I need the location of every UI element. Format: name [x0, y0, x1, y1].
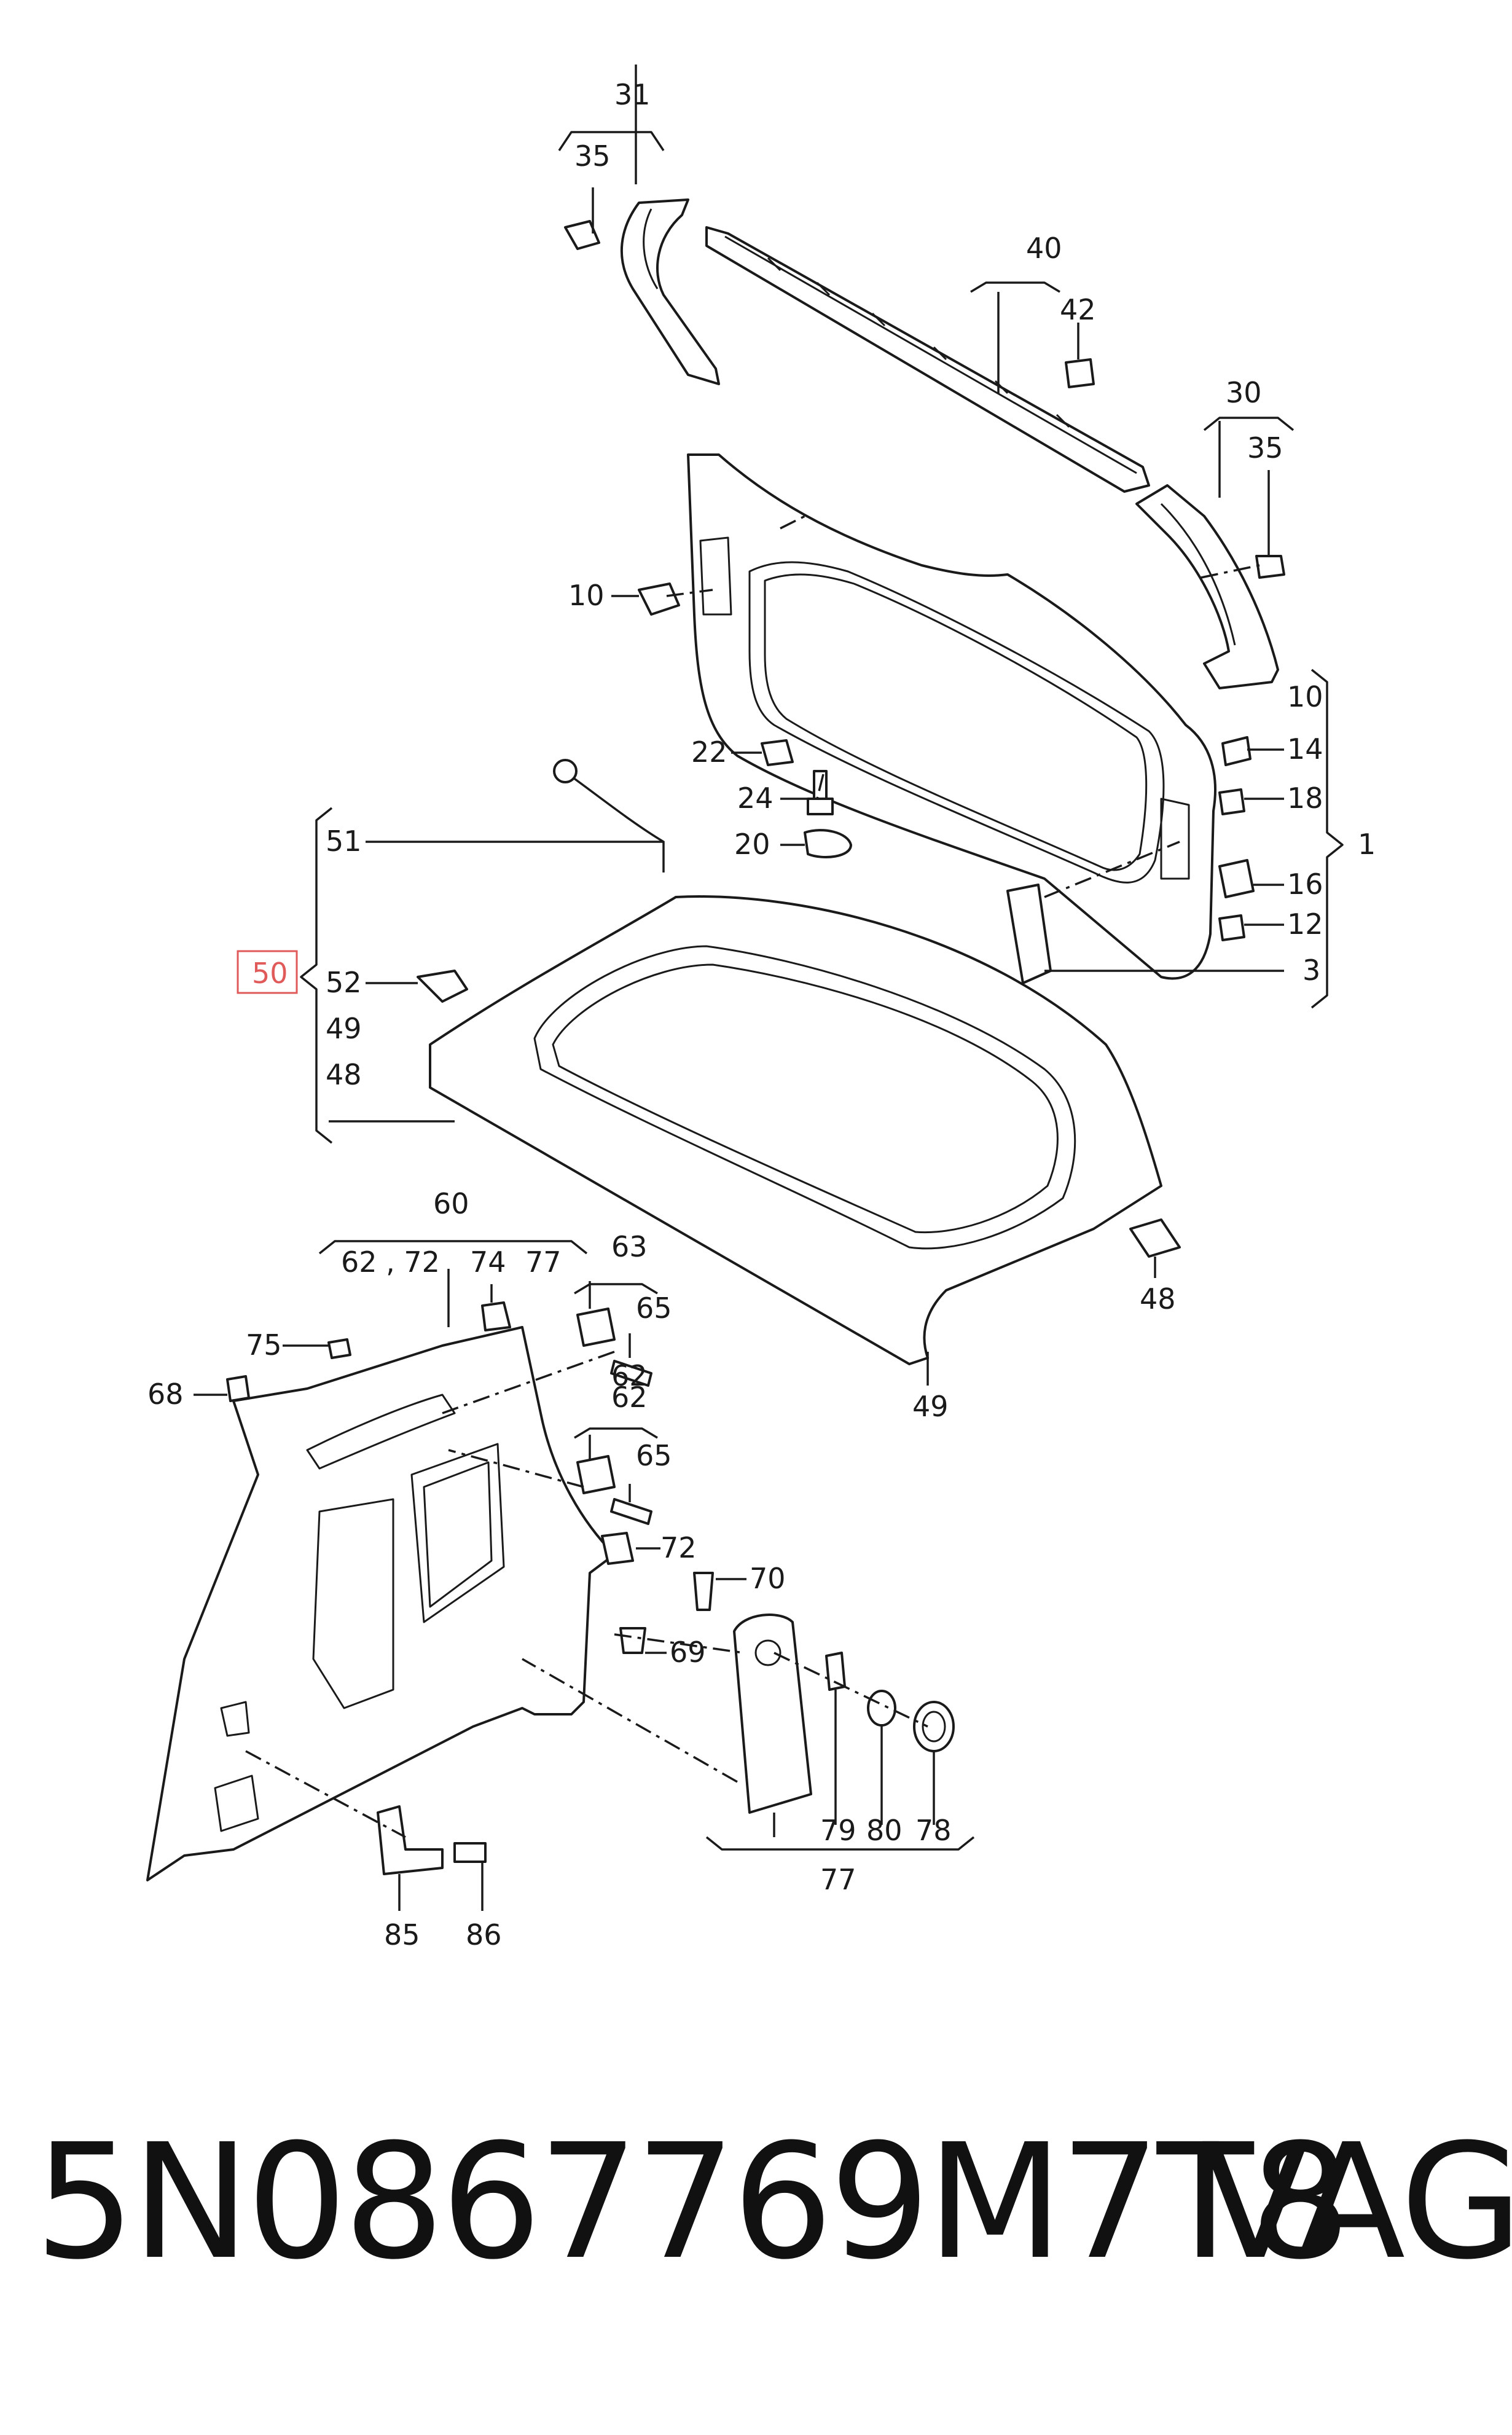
- label-22: 22: [691, 735, 727, 769]
- brand-name: VAG: [1201, 2110, 1512, 2294]
- screw-70[interactable]: [693, 1572, 714, 1611]
- clip-68[interactable]: [226, 1375, 250, 1402]
- clip-75[interactable]: [327, 1338, 351, 1359]
- label-3: 3: [1302, 954, 1320, 987]
- label-75: 75: [246, 1328, 282, 1362]
- label-72: 72: [660, 1531, 697, 1564]
- highlight-box-50: [237, 950, 298, 994]
- clips-right-stack[interactable]: [1218, 736, 1255, 941]
- label-40: 40: [1026, 232, 1062, 265]
- label-1: 1: [1358, 828, 1376, 861]
- label-52: 52: [326, 966, 362, 999]
- clip-79[interactable]: [825, 1652, 846, 1691]
- right-pillar-trim-30: [1135, 484, 1279, 689]
- label-12: 12: [1287, 908, 1323, 941]
- label-65-top: 65: [636, 1292, 672, 1325]
- sponge-10[interactable]: [638, 582, 680, 616]
- label-85: 85: [384, 1918, 420, 1951]
- tailgate-trim-1: [687, 453, 1216, 980]
- clip-69[interactable]: [619, 1627, 646, 1654]
- parcel-shelf-50: [429, 895, 1162, 1365]
- label-68: 68: [147, 1378, 184, 1411]
- upper-panel-40: [705, 226, 1150, 493]
- label-62-lower: 62: [611, 1381, 648, 1414]
- label-30: 30: [1226, 376, 1262, 409]
- label-48-right: 48: [1140, 1282, 1176, 1316]
- label-49-bottom: 49: [912, 1390, 949, 1423]
- label-62-mid: 62: [611, 1359, 648, 1392]
- leader-lines: [194, 65, 1284, 1911]
- clip-22[interactable]: [761, 739, 794, 766]
- string-51[interactable]: [553, 759, 665, 872]
- label-62-72: 62 , 72: [341, 1245, 440, 1279]
- ring-80[interactable]: [867, 1690, 896, 1727]
- label-65-lower: 65: [636, 1439, 672, 1472]
- label-42: 42: [1060, 293, 1096, 326]
- side-trim-60: [146, 1326, 616, 1881]
- label-70: 70: [750, 1562, 786, 1595]
- label-63: 63: [611, 1230, 648, 1263]
- label-18: 18: [1287, 782, 1323, 815]
- screw-62a[interactable]: [610, 1360, 652, 1387]
- label-24: 24: [737, 782, 774, 815]
- label-51: 51: [326, 825, 362, 858]
- label-10-left: 10: [568, 579, 605, 612]
- bracket-63b[interactable]: [576, 1455, 616, 1494]
- label-35-right: 35: [1247, 431, 1283, 465]
- label-60: 60: [433, 1187, 469, 1220]
- clip-42[interactable]: [1065, 358, 1095, 388]
- brackets: [300, 131, 1344, 1851]
- clip-35-right[interactable]: [1255, 555, 1285, 579]
- label-69: 69: [670, 1636, 706, 1669]
- clip-52[interactable]: [417, 970, 468, 1003]
- left-pillar-trim-31: [620, 198, 720, 385]
- clip-72[interactable]: [601, 1532, 634, 1565]
- label-74: 74: [470, 1245, 506, 1279]
- label-78: 78: [915, 1814, 952, 1847]
- bracket-63a[interactable]: [576, 1308, 616, 1347]
- clip-74[interactable]: [481, 1301, 511, 1331]
- label-14: 14: [1287, 732, 1323, 766]
- callout-labels: 31 35 40 42 30 35 10 10 14 18 1 16 12 3 …: [147, 78, 1376, 1951]
- label-20: 20: [734, 828, 770, 861]
- hook-85[interactable]: [377, 1805, 444, 1875]
- label-35-left: 35: [574, 139, 611, 173]
- screw-62b[interactable]: [610, 1498, 652, 1525]
- label-16: 16: [1287, 868, 1323, 901]
- clip-35-left[interactable]: [564, 220, 600, 250]
- label-10-right: 10: [1287, 680, 1323, 713]
- assembly-lines: [245, 515, 1260, 1838]
- label-49-left: 49: [326, 1012, 362, 1045]
- label-77-bottom: 77: [820, 1863, 856, 1896]
- label-31: 31: [614, 78, 651, 111]
- label-80: 80: [866, 1814, 903, 1847]
- screw-86[interactable]: [453, 1842, 487, 1863]
- cover-48[interactable]: [1129, 1218, 1181, 1258]
- label-48-left: 48: [326, 1058, 362, 1091]
- cap-78[interactable]: [913, 1701, 955, 1752]
- label-79: 79: [820, 1814, 856, 1847]
- cover-3: [1006, 884, 1052, 984]
- grommet-20[interactable]: [804, 829, 852, 858]
- label-77-top: 77: [525, 1245, 562, 1279]
- label-50: 50: [252, 957, 288, 990]
- cover-77: [733, 1614, 812, 1814]
- label-86: 86: [466, 1918, 502, 1951]
- part-number: 5N0867769M7T8: [34, 2110, 1351, 2294]
